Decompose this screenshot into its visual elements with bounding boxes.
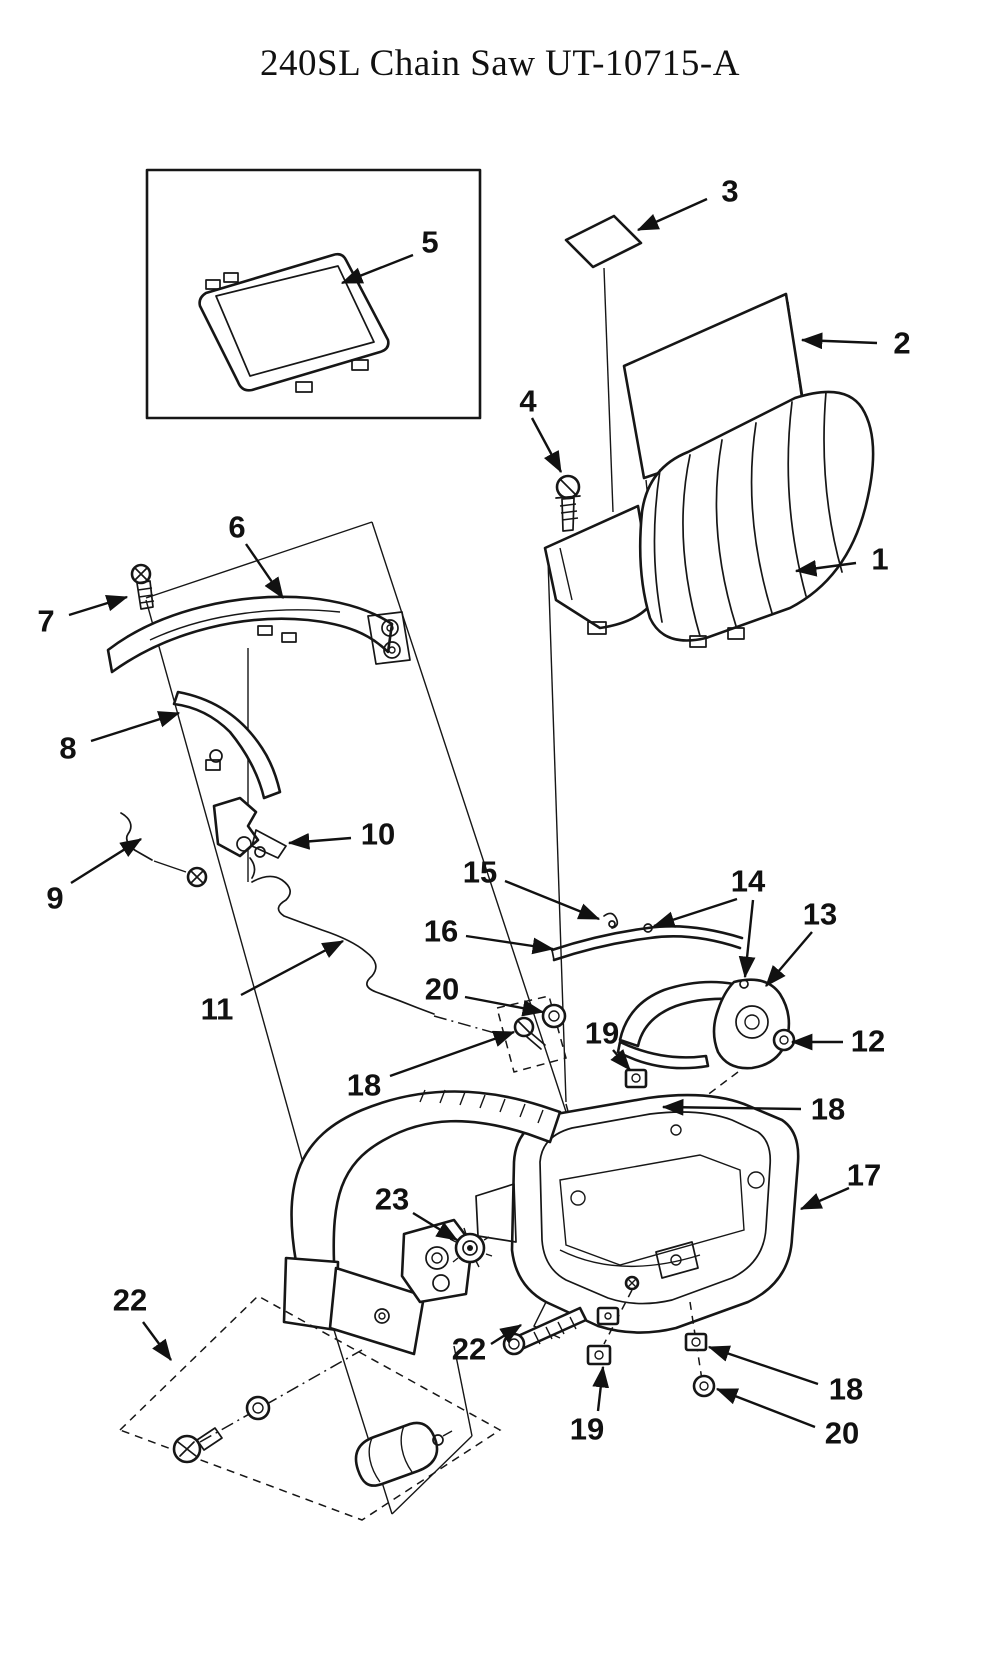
part-number-label: 6: [228, 510, 245, 545]
part-3-plate: [564, 214, 643, 269]
part-number-label: 3: [721, 174, 738, 209]
throttle-rod-15-16: [550, 912, 744, 962]
part-7-screw: [130, 563, 155, 610]
part-number-label: 5: [421, 225, 438, 260]
alignment-lines: [145, 267, 651, 1189]
part-8-rod: [172, 690, 282, 800]
part-number-label: 19: [570, 1412, 604, 1447]
part-number-label: 4: [519, 384, 537, 419]
part-number-label: 14: [731, 864, 766, 899]
part-17-housing: [475, 1093, 800, 1339]
part-number-label: 20: [825, 1416, 859, 1451]
callout-arrow: [610, 1049, 631, 1071]
fasteners-18-19-20-lower: [586, 1289, 716, 1398]
part-number-label: 18: [829, 1372, 863, 1407]
part-number-label: 10: [361, 817, 395, 852]
part-4-screw: [555, 474, 581, 532]
part-number-label: 20: [425, 972, 459, 1007]
callout-arrow: [800, 332, 878, 350]
callout-arrow: [530, 417, 563, 474]
callout-arrow: [799, 1186, 850, 1211]
part-22-screw-kit: [118, 1295, 502, 1521]
callout-arrow: [240, 939, 345, 997]
rear-handle-12-13-14: [616, 978, 796, 1097]
callout-arrow: [592, 1365, 610, 1412]
diagram-title: 240SL Chain Saw UT-10715-A: [260, 43, 740, 84]
callout-arrow: [68, 595, 129, 617]
callout-arrow: [738, 899, 756, 979]
callout-arrow: [661, 1098, 802, 1116]
part-number-label: 9: [46, 881, 63, 916]
part-5-cover-plate: [198, 252, 390, 393]
part-number-label: 11: [201, 992, 234, 1027]
callout-arrow: [490, 1323, 523, 1346]
part-6-handlebar: [106, 595, 411, 674]
callout-arrow: [652, 897, 738, 928]
part-10-bracket: [212, 796, 287, 879]
part-number-label: 7: [37, 604, 54, 639]
part-22-bolt: [502, 1306, 588, 1356]
part-number-label: 13: [803, 897, 837, 932]
part-number-label: 18: [811, 1092, 845, 1127]
part-1-finned-cover: [543, 390, 875, 648]
callout-arrow: [412, 1211, 459, 1242]
part-9-wire: [120, 812, 208, 888]
callout-arrow: [245, 543, 284, 599]
callout-arrow: [715, 1387, 816, 1429]
part-number-label: 1: [871, 542, 888, 577]
part-number-label: 22: [113, 1283, 147, 1318]
callout-arrow: [465, 934, 555, 955]
part-number-label: 16: [424, 914, 458, 949]
callout-arrow: [765, 931, 813, 987]
part-number-label: 8: [59, 731, 76, 766]
callout-arrow: [340, 253, 414, 285]
callout-arrow: [90, 711, 181, 743]
callout-arrow: [636, 197, 708, 232]
callout-arrow: [70, 837, 143, 885]
part-number-label: 18: [347, 1068, 381, 1103]
inset-box: [145, 168, 482, 420]
part-number-label: 22: [452, 1332, 486, 1367]
callout-arrow: [287, 832, 352, 850]
callout-arrow: [389, 1030, 516, 1078]
callout-arrow: [794, 559, 857, 577]
part-number-label: 17: [847, 1158, 881, 1193]
part-number-label: 12: [851, 1024, 885, 1059]
part-number-label: 15: [463, 855, 497, 890]
part-number-label: 2: [893, 326, 910, 361]
callout-arrow: [707, 1345, 819, 1386]
callout-arrow: [504, 879, 601, 921]
part-number-label: 23: [375, 1182, 409, 1217]
callout-arrow: [464, 995, 545, 1017]
part-11-wire: [251, 875, 496, 1034]
callout-arrow: [142, 1321, 172, 1361]
part-number-label: 19: [585, 1016, 619, 1051]
